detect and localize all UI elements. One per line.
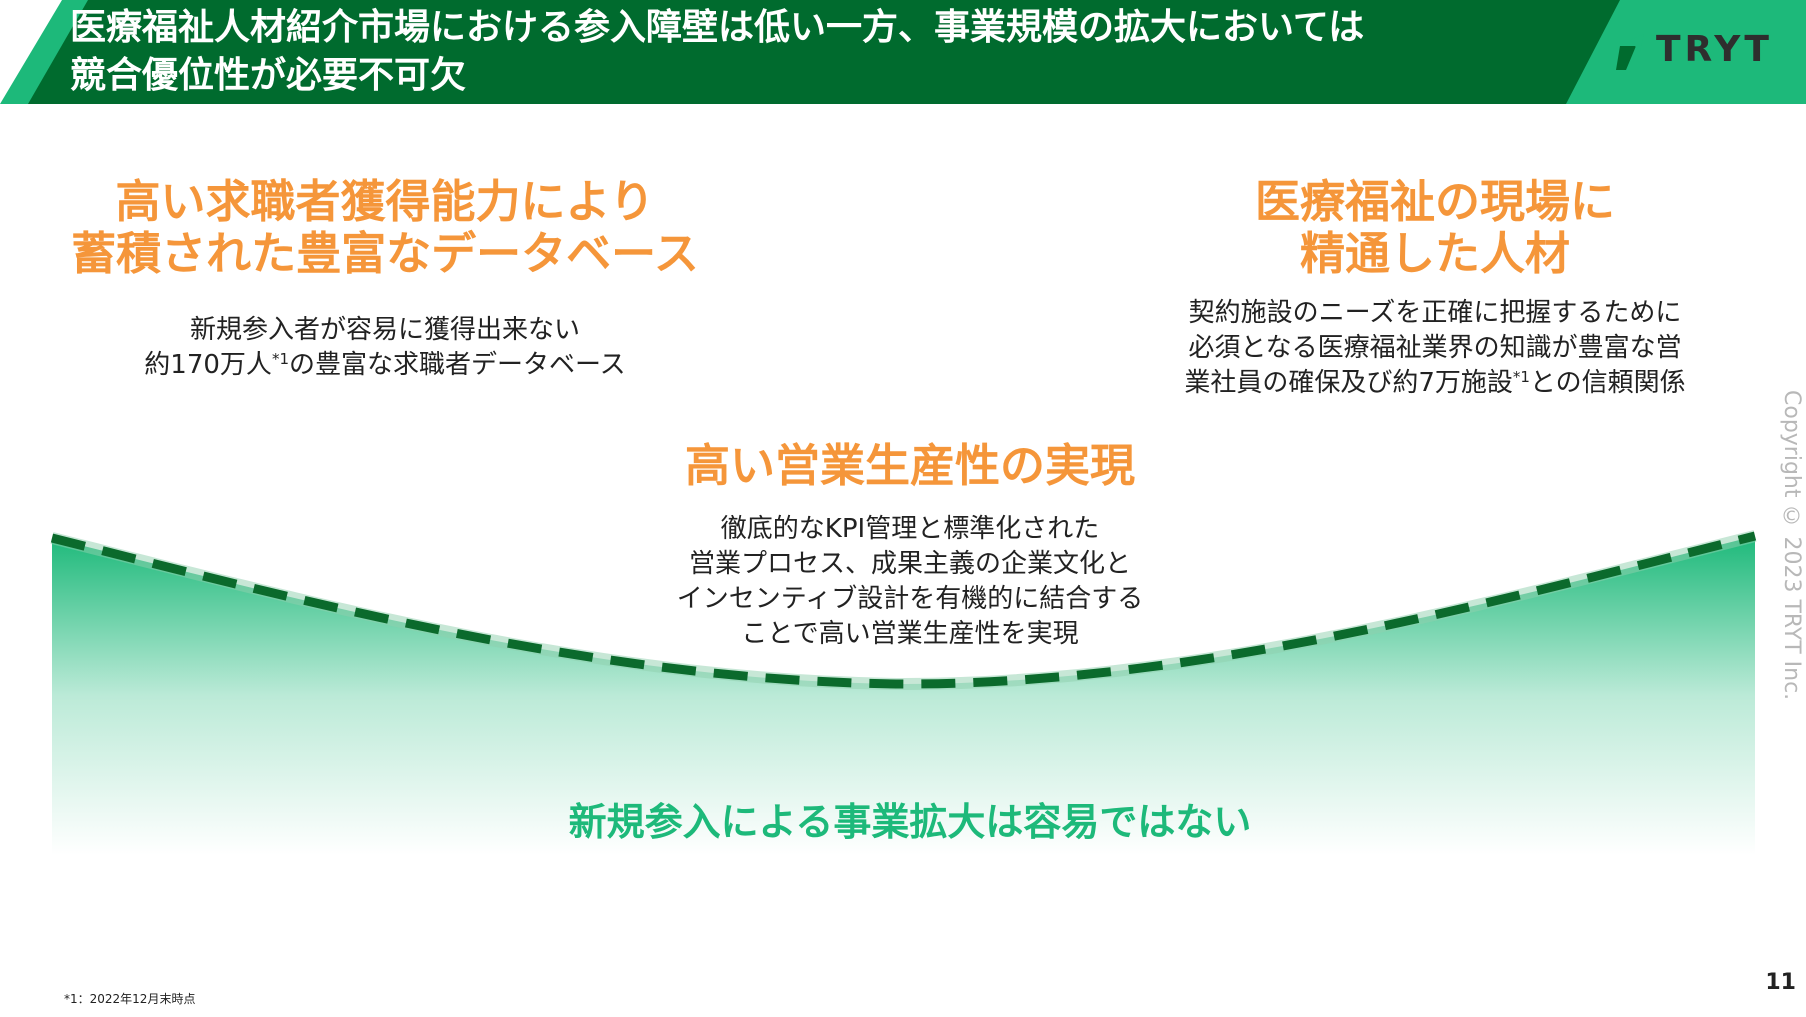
right-heading-line-1: 医療福祉の現場に — [1254, 175, 1615, 228]
copyright-text: Copyright © 2023 TRYT Inc. — [1779, 390, 1804, 701]
left-heading-line-1: 高い求職者獲得能力により — [115, 175, 655, 228]
center-description: 徹底的なKPI管理と標準化された 営業プロセス、成果主義の企業文化と インセンテ… — [560, 512, 1260, 652]
left-description-line-1: 新規参入者が容易に獲得出来ない — [189, 315, 580, 345]
center-description-line-2: 営業プロセス、成果主義の企業文化と — [688, 549, 1131, 579]
right-heading: 医療福祉の現場に 精通した人材 — [1180, 176, 1690, 280]
left-description-line-2: 約170万人*1の豊富な求職者データベース — [40, 348, 730, 383]
slide-title: 医療福祉人材紹介市場における参入障壁は低い一方、事業規模の拡大においては 競合優… — [70, 4, 1550, 100]
barrier-curve — [50, 530, 1757, 855]
logo-mark-icon — [1608, 34, 1644, 70]
left-heading: 高い求職者獲得能力により 蓄積された豊富なデータベース — [40, 176, 730, 280]
center-description-line-4: ことで高い営業生産性を実現 — [741, 619, 1079, 649]
header-band: 医療福祉人材紹介市場における参入障壁は低い一方、事業規模の拡大においては 競合優… — [0, 0, 1806, 104]
left-description-line-2-pre: 約170万人 — [144, 350, 272, 380]
barrier-area — [52, 536, 1755, 855]
right-description: 契約施設のニーズを正確に把握するために 必須となる医療福祉業界の知識が豊富な営 … — [1120, 296, 1750, 401]
header-background — [0, 0, 1806, 104]
left-description: 新規参入者が容易に獲得出来ない 約170万人*1の豊富な求職者データベース — [40, 313, 730, 383]
footnote-marker: *1 — [1512, 368, 1530, 386]
barrier-message: 新規参入による事業拡大は容易ではない — [568, 800, 1252, 844]
footnote-marker: *1 — [271, 350, 289, 368]
barrier-dashed-line — [50, 531, 1757, 689]
footnote: *1：2022年12月末時点 — [64, 992, 196, 1006]
right-description-line-3-pre: 業社員の確保及び約7万施設 — [1184, 368, 1513, 398]
page-number: 11 — [1765, 970, 1796, 995]
center-heading: 高い営業生産性の実現 — [684, 439, 1135, 492]
center-description-line-3: インセンティブ設計を有機的に結合する — [676, 584, 1144, 614]
center-description-line-1: 徹底的なKPI管理と標準化された — [720, 514, 1100, 544]
right-description-line-1: 契約施設のニーズを正確に把握するために — [1188, 298, 1682, 328]
right-heading-line-2: 精通した人材 — [1299, 227, 1570, 280]
logo-text: TRYT — [1656, 29, 1773, 70]
right-description-line-2: 必須となる医療福祉業界の知識が豊富な営 — [1188, 333, 1682, 363]
slide-title-line-1: 医療福祉人材紹介市場における参入障壁は低い一方、事業規模の拡大においては — [70, 7, 1365, 48]
slide-title-line-2: 競合優位性が必要不可欠 — [70, 55, 467, 96]
left-description-line-2-post: の豊富な求職者データベース — [288, 350, 626, 380]
tryt-logo: TRYT — [1606, 28, 1776, 72]
left-heading-line-2: 蓄積された豊富なデータベース — [71, 227, 699, 280]
right-description-line-3-post: との信頼関係 — [1529, 368, 1686, 398]
right-description-line-3: 業社員の確保及び約7万施設*1との信頼関係 — [1120, 366, 1750, 401]
